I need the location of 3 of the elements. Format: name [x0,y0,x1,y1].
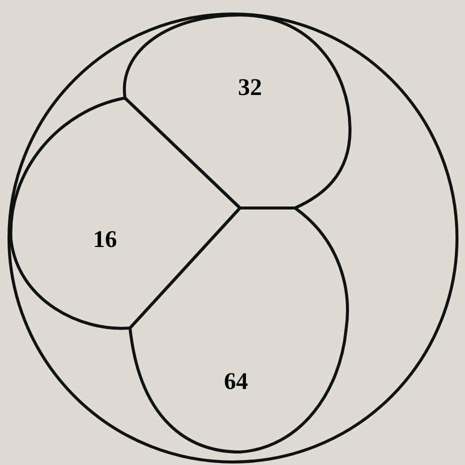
cell-label: 64 [224,370,248,394]
cell-label: 32 [238,76,262,100]
cell-label: 16 [93,228,117,252]
